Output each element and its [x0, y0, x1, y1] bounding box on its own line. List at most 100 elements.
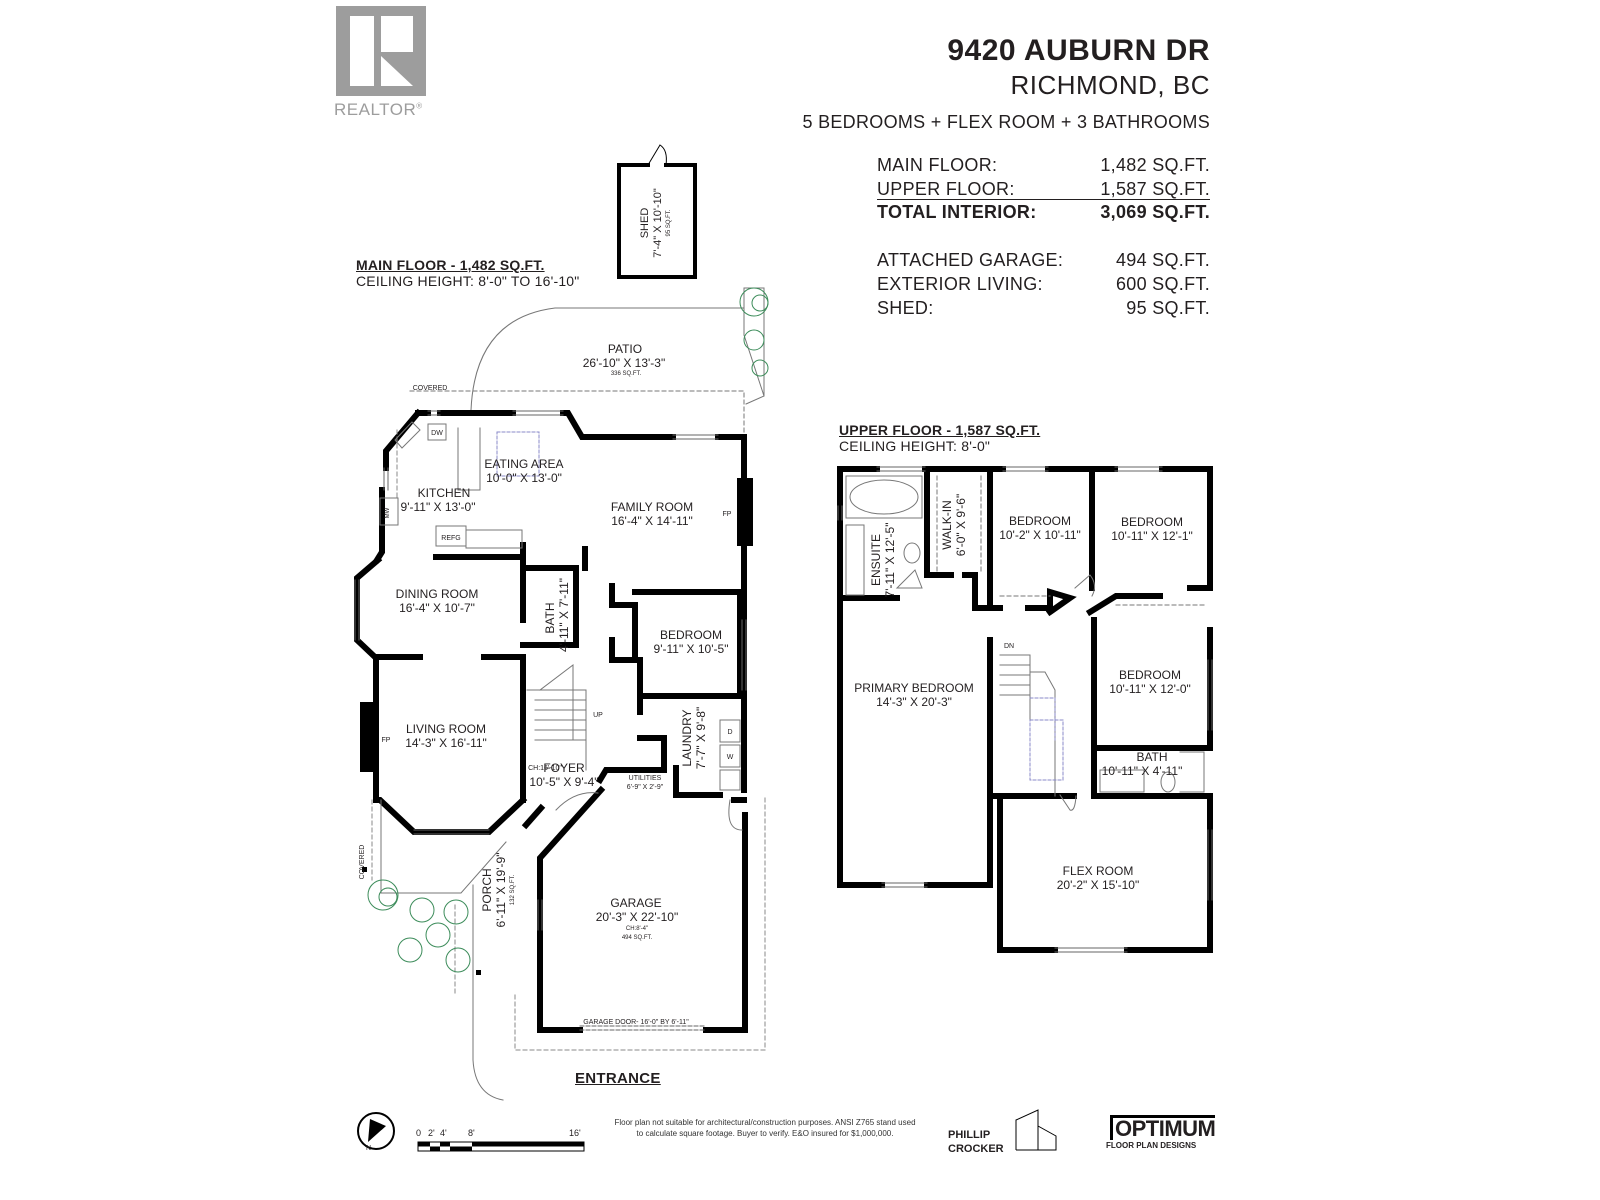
- label-bedroom-4-dims: 10'-11" X 12'-0": [1109, 682, 1191, 696]
- optimum-subtitle: FLOOR PLAN DESIGNS: [1106, 1141, 1197, 1150]
- upper-floor-ceiling: CEILING HEIGHT: 8'-0": [839, 438, 991, 454]
- shed-outline: [617, 144, 697, 279]
- label-primary-bedroom-dims: 14'-3" X 20'-3": [876, 695, 952, 709]
- label-garage: GARAGE: [610, 896, 661, 910]
- optimum-wordmark: OPTIMUM: [1110, 1115, 1216, 1140]
- landscape-plants: [367, 287, 769, 973]
- label-garage-dims: 20'-3" X 22'-10": [596, 910, 678, 924]
- label-living-room-dims: 14'-3" X 16'-11": [405, 736, 487, 750]
- label-walk-in: WALK-IN: [940, 500, 954, 550]
- area-row-attached-garage: ATTACHED GARAGE: 494 SQ.FT.: [877, 248, 1210, 272]
- label-living-room: LIVING ROOM: [406, 722, 486, 736]
- label-garage-area: 494 SQ.FT.: [622, 935, 653, 941]
- label-ensuite-dims: 7'-11" X 12'-5": [883, 523, 897, 598]
- area-value: 1,482 SQ.FT.: [1100, 155, 1210, 175]
- label-family-room-dims: 16'-4" X 14'-11": [611, 514, 693, 528]
- area-label: EXTERIOR LIVING:: [877, 274, 1043, 294]
- entrance-label: ENTRANCE: [575, 1070, 661, 1087]
- dryer-icon: D: [727, 729, 732, 736]
- main-floor-ceiling: CEILING HEIGHT: 8'-0" TO 16'-10": [356, 273, 580, 289]
- label-eating-area-dims: 10'-0" X 13'-0": [486, 471, 562, 485]
- optimum-logo: OPTIMUM FLOOR PLAN DESIGNS: [1102, 1115, 1216, 1155]
- label-bedroom-2-dims: 10'-2" X 10'-11": [999, 528, 1081, 542]
- area-row-shed: SHED: 95 SQ.FT.: [877, 296, 1210, 320]
- label-porch-covered: COVERED: [359, 845, 366, 880]
- label-upper-bath: BATH: [1136, 750, 1167, 764]
- main-floor-walls: [354, 408, 753, 1033]
- area-label: ATTACHED GARAGE:: [877, 250, 1064, 270]
- phillip-crocker-logo-icon: [1015, 1109, 1057, 1151]
- property-summary: 5 BEDROOMS + FLEX ROOM + 3 BATHROOMS: [802, 112, 1210, 132]
- label-flex-room-dims: 20'-2" X 15'-10": [1057, 878, 1139, 892]
- label-eating-area: EATING AREA: [484, 457, 563, 471]
- label-porch-area: 132 SQ.FT.: [510, 875, 516, 906]
- property-city: RICHMOND, BC: [1010, 70, 1210, 100]
- property-address: 9420 AUBURN DR: [947, 34, 1210, 67]
- label-dining-room: DINING ROOM: [396, 587, 479, 601]
- area-value: 600 SQ.FT.: [1115, 274, 1210, 294]
- refrigerator-icon: REFG: [441, 535, 460, 542]
- label-kitchen: KITCHEN: [418, 486, 471, 500]
- label-garage-door: GARAGE DOOR- 16'-0" BY 6'-11": [583, 1019, 689, 1026]
- compass-icon: N: [357, 1112, 395, 1152]
- label-shed-area: 95 SQ.FT.: [666, 209, 672, 236]
- label-patio-dims: 26'-10" X 13'-3": [583, 356, 665, 370]
- area-value: 95 SQ.FT.: [1126, 298, 1210, 318]
- label-garage-ceiling: CH:8'-4": [626, 926, 648, 932]
- label-porch-dims: 6'-11" X 19'-9": [494, 853, 508, 928]
- label-foyer-dims: 10'-5" X 9'-4": [529, 775, 598, 789]
- label-primary-bedroom: PRIMARY BEDROOM: [854, 681, 974, 695]
- label-foyer: FOYER: [543, 761, 585, 775]
- area-label: MAIN FLOOR:: [877, 155, 998, 175]
- area-value: 3,069 SQ.FT.: [1100, 202, 1210, 222]
- realtor-wordmark: REALTOR®: [334, 100, 423, 119]
- washer-icon: W: [727, 754, 734, 761]
- area-row-total-interior: TOTAL INTERIOR: 3,069 SQ.FT.: [877, 200, 1210, 224]
- label-patio-area: 336 SQ.FT.: [611, 371, 642, 377]
- main-floor-title: MAIN FLOOR - 1,482 SQ.FT.: [356, 257, 545, 273]
- upper-floor-walls: [837, 466, 1213, 953]
- area-label: TOTAL INTERIOR:: [877, 202, 1037, 222]
- label-ensuite: ENSUITE: [869, 534, 883, 586]
- label-kitchen-dims: 9'-11" X 13'-0": [401, 500, 476, 514]
- area-value: 1,587 SQ.FT.: [1100, 179, 1210, 199]
- label-patio: PATIO: [608, 342, 642, 356]
- fireplace-icon-living: FP: [382, 737, 391, 744]
- label-main-bath: BATH: [543, 602, 557, 633]
- scale-labels: 0 2' 4' 8' 16': [416, 1128, 581, 1138]
- label-flex-room: FLEX ROOM: [1063, 864, 1134, 878]
- label-family-room: FAMILY ROOM: [611, 500, 693, 514]
- label-porch: PORCH: [480, 868, 494, 911]
- label-main-bedroom-dims: 9'-11" X 10'-5": [654, 642, 729, 656]
- realtor-r-icon: [336, 6, 426, 96]
- label-laundry-dims: 7'-7" X 9'-8": [694, 707, 708, 769]
- label-bedroom-2: BEDROOM: [1009, 514, 1071, 528]
- label-upper-bath-dims: 10'-11" X 4'-11": [1102, 764, 1183, 778]
- svg-text:N: N: [366, 1145, 371, 1152]
- stairs-down-icon: DN: [1004, 643, 1014, 650]
- dishwasher-icon: DW: [431, 430, 443, 437]
- label-bedroom-3-dims: 10'-11" X 12'-1": [1111, 529, 1193, 543]
- main-floor-heading: MAIN FLOOR - 1,482 SQ.FT. CEILING HEIGHT…: [356, 257, 579, 289]
- upper-floor-title: UPPER FLOOR - 1,587 SQ.FT.: [839, 422, 1041, 438]
- disclaimer-text: Floor plan not suitable for architectura…: [614, 1118, 916, 1138]
- label-main-bedroom: BEDROOM: [660, 628, 722, 642]
- label-bedroom-3: BEDROOM: [1121, 515, 1183, 529]
- microwave-icon: MW: [385, 507, 391, 518]
- photographer-first-name: PHILLIP: [948, 1129, 991, 1141]
- label-laundry: LAUNDRY: [680, 709, 694, 766]
- area-summary-table: MAIN FLOOR: 1,482 SQ.FT. UPPER FLOOR: 1,…: [877, 153, 1210, 320]
- area-row-upper-floor: UPPER FLOOR: 1,587 SQ.FT.: [877, 177, 1210, 200]
- label-walk-in-dims: 6'-0" X 9'-6": [954, 494, 968, 556]
- area-row-exterior-living: EXTERIOR LIVING: 600 SQ.FT.: [877, 272, 1210, 296]
- label-utilities-dims: 6'-9" X 2'-9": [627, 784, 664, 791]
- photographer-last-name: CROCKER: [948, 1143, 1004, 1155]
- scale-bar-icon: [417, 1141, 585, 1152]
- stairs-up-icon: UP: [593, 712, 603, 719]
- area-label: SHED:: [877, 298, 934, 318]
- label-main-bath-dims: 4'-11" X 7'-11": [557, 578, 571, 652]
- label-bedroom-4: BEDROOM: [1119, 668, 1181, 682]
- label-dining-room-dims: 16'-4" X 10'-7": [399, 601, 475, 615]
- area-row-main-floor: MAIN FLOOR: 1,482 SQ.FT.: [877, 153, 1210, 177]
